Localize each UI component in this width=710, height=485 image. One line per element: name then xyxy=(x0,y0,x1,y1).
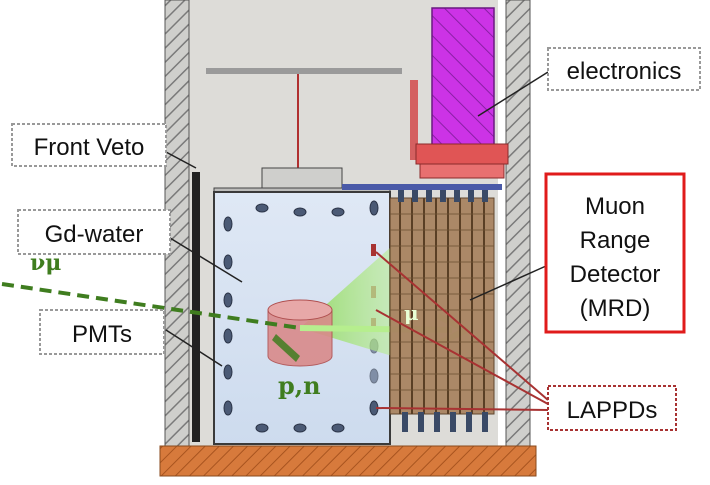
interaction-vertex xyxy=(267,299,333,367)
electronics-text: electronics xyxy=(567,58,682,85)
floor xyxy=(159,445,537,477)
muon-label: μ xyxy=(404,301,419,325)
nucleon-label: p,n xyxy=(278,371,321,400)
mrd-text-line1: Muon xyxy=(585,193,645,220)
label-electronics: electronics xyxy=(547,47,701,91)
mrd-detector xyxy=(342,184,502,432)
label-front-veto: Front Veto xyxy=(11,123,167,167)
top-support-bar xyxy=(206,68,402,74)
mrd-text-line4: (MRD) xyxy=(580,295,651,322)
mrd-text-line2: Range xyxy=(580,227,651,254)
pmts-text: PMTs xyxy=(72,321,132,348)
label-mrd: Muon Range Detector (MRD) xyxy=(544,172,686,334)
neutrino-beam xyxy=(1,282,301,330)
gd-water-text: Gd-water xyxy=(45,221,144,248)
pmt-array xyxy=(223,200,379,433)
electronics-rack xyxy=(410,7,509,179)
label-pmts: PMTs xyxy=(39,309,165,355)
lappds-text: LAPPDs xyxy=(567,397,658,424)
mrd-top-rail xyxy=(342,184,502,190)
front-veto-text: Front Veto xyxy=(34,134,145,161)
leader-lines xyxy=(165,71,549,367)
mrd-text-line3: Detector xyxy=(570,261,661,288)
label-lappds: LAPPDs xyxy=(547,385,677,431)
lappd-leader-lines xyxy=(375,251,549,411)
front-veto xyxy=(192,172,200,442)
label-gd-water: Gd-water xyxy=(17,209,171,255)
